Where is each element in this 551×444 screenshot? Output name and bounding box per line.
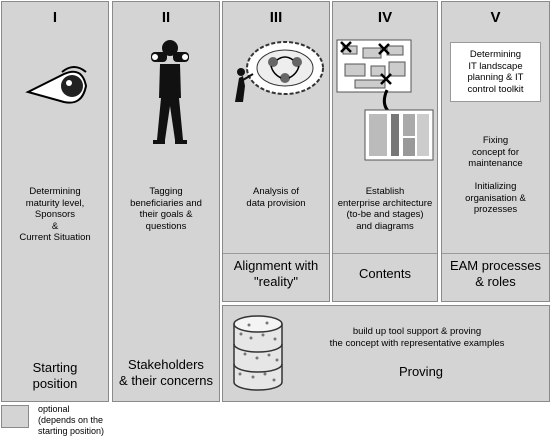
- phase-label: EAM processes & roles: [449, 258, 542, 289]
- phase-description: Establish enterprise architecture (to-be…: [337, 186, 433, 232]
- gear-cycle-icon: [235, 41, 324, 102]
- legend-swatch: [1, 405, 29, 428]
- phase-description: Fixing concept for maintenance Initializ…: [465, 135, 526, 215]
- person-with-binoculars-icon: [151, 40, 189, 144]
- phase-panel-2: II Tagging beneficiaries and their goals…: [112, 1, 220, 402]
- proving-description: build up tool support & proving the conc…: [329, 326, 505, 349]
- phase-panel-3: III Analysis of data provision Alignment…: [222, 1, 330, 302]
- legend-text: optional (depends on the starting positi…: [38, 404, 105, 436]
- divider: [223, 253, 329, 254]
- it-landscape-box: Determining IT landscape planning & IT c…: [450, 42, 541, 102]
- architecture-diagram-icon: [336, 39, 434, 161]
- phase-panel-5: V Determining IT landscape planning & IT…: [441, 1, 550, 302]
- divider: [442, 253, 549, 254]
- eye-icon: [25, 66, 88, 104]
- proving-label: Proving: [398, 364, 444, 379]
- phase-description: Analysis of data provision: [246, 186, 306, 209]
- phase-panel-1: I Determining maturity level, Sponsors &…: [1, 1, 109, 402]
- phase-numeral: II: [161, 9, 171, 26]
- database-icon: [233, 315, 283, 391]
- proving-panel: build up tool support & proving the conc…: [222, 305, 550, 402]
- phase-numeral: III: [269, 9, 283, 26]
- phase-label: Contents: [358, 266, 412, 281]
- phase-numeral: I: [52, 9, 58, 26]
- divider: [333, 253, 437, 254]
- phase-panel-4: IV Establish enterprise architecture (to…: [332, 1, 438, 302]
- phase-description: Determining maturity level, Sponsors & C…: [19, 186, 91, 243]
- phase-label: Starting position: [32, 360, 78, 391]
- phase-numeral: IV: [377, 9, 393, 26]
- phase-label: Stakeholders & their concerns: [119, 357, 213, 388]
- phase-numeral: V: [490, 9, 501, 26]
- phase-label: Alignment with "reality": [233, 258, 319, 289]
- phase-description: Tagging beneficiaries and their goals & …: [130, 186, 202, 232]
